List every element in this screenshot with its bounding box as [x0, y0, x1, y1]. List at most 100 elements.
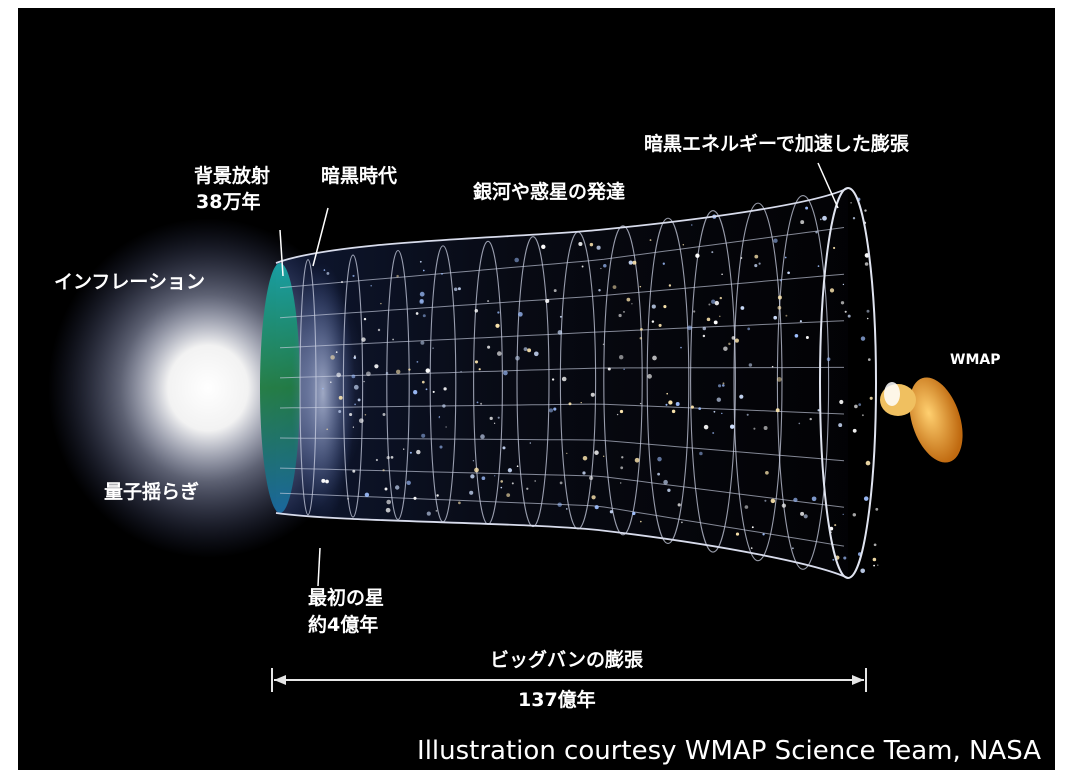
galaxy-dot: [719, 296, 722, 300]
galaxy-dot: [443, 387, 447, 391]
cone-meridian: [279, 366, 844, 379]
galaxy-field: [321, 197, 879, 574]
galaxy-dot: [322, 387, 324, 390]
galaxy-dot: [364, 413, 367, 416]
galaxy-dot: [668, 400, 673, 405]
galaxy-dot: [460, 370, 462, 373]
galaxy-dot: [493, 422, 496, 424]
galaxy-dot: [852, 428, 857, 433]
galaxy-dot: [588, 475, 594, 481]
galaxy-dot: [377, 328, 381, 332]
galaxy-dot: [713, 410, 716, 413]
galaxy-dot: [682, 244, 685, 246]
galaxy-dot: [503, 370, 508, 376]
galaxy-dot: [351, 374, 356, 379]
galaxy-dot: [773, 315, 778, 320]
galaxy-dot: [860, 568, 866, 574]
galaxy-dot: [747, 327, 751, 331]
galaxy-dot: [582, 471, 586, 475]
galaxy-dot: [719, 315, 721, 318]
galaxy-dot: [553, 289, 557, 293]
label-cmb-age: 38万年: [196, 191, 261, 213]
galaxy-dot: [421, 433, 426, 438]
galaxy-dot: [619, 409, 624, 414]
galaxy-dot: [785, 314, 788, 317]
cone-grid: [279, 195, 845, 570]
galaxy-dot: [529, 442, 532, 444]
galaxy-dot: [779, 279, 782, 282]
galaxy-dot: [578, 241, 583, 247]
galaxy-dot: [663, 479, 668, 485]
pointer-dark-energy: [817, 162, 839, 209]
galaxy-dot: [723, 346, 728, 351]
galaxy-dot: [497, 416, 500, 419]
galaxy-dot: [421, 380, 425, 384]
galaxy-dot: [439, 445, 443, 449]
galaxy-dot: [469, 490, 474, 495]
galaxy-dot: [714, 300, 720, 306]
galaxy-dot: [787, 271, 790, 275]
galaxy-dot: [413, 496, 417, 500]
galaxy-dot: [422, 314, 426, 318]
galaxy-dot: [826, 357, 831, 362]
galaxy-dot: [713, 320, 718, 325]
galaxy-dot: [668, 284, 672, 287]
galaxy-dot: [842, 283, 845, 286]
galaxy-dot: [866, 317, 869, 320]
galaxy-dot: [708, 303, 711, 306]
galaxy-dot: [409, 451, 412, 454]
galaxy-dot: [805, 336, 809, 339]
galaxy-dot: [354, 403, 356, 406]
galaxy-dot: [406, 480, 411, 486]
pointer-dark-ages: [312, 207, 329, 267]
galaxy-dot: [777, 295, 782, 300]
galaxy-dot: [386, 455, 390, 460]
galaxy-dot: [445, 426, 447, 428]
galaxy-dot: [474, 467, 479, 473]
galaxy-dot: [666, 392, 668, 395]
galaxy-dot: [385, 507, 391, 513]
galaxy-dot: [746, 413, 749, 416]
galaxy-dot: [495, 323, 500, 328]
galaxy-dot: [607, 367, 611, 371]
galaxy-dot: [357, 398, 361, 402]
galaxy-dot: [798, 422, 801, 425]
cone-ring: [776, 195, 830, 570]
galaxy-dot: [386, 499, 392, 505]
galaxy-dot: [860, 336, 866, 341]
galaxy-dot: [623, 368, 625, 371]
galaxy-dot: [432, 390, 435, 393]
galaxy-dot: [852, 217, 856, 220]
galaxy-dot: [832, 558, 835, 561]
galaxy-dot: [764, 499, 767, 502]
galaxy-dot: [494, 475, 496, 477]
galaxy-dot: [352, 426, 354, 428]
galaxy-dot: [353, 384, 359, 390]
galaxy-dot: [590, 392, 595, 397]
galaxy-dot: [385, 371, 389, 375]
galaxy-dot: [695, 253, 700, 258]
galaxy-dot: [639, 336, 643, 340]
galaxy-dot: [858, 403, 862, 406]
galaxy-dot: [616, 413, 619, 416]
galaxy-dot: [777, 305, 782, 310]
galaxy-dot: [534, 480, 537, 482]
galaxy-dot: [833, 246, 836, 250]
cone-meridian: [279, 320, 845, 349]
galaxy-dot: [729, 424, 735, 429]
galaxy-dot: [438, 416, 441, 419]
galaxy-dot: [497, 311, 500, 314]
galaxy-dot: [500, 480, 504, 483]
galaxy-dot: [506, 493, 511, 497]
label-first-stars: 最初の星: [308, 587, 385, 609]
galaxy-dot: [626, 297, 631, 302]
galaxy-dot: [792, 547, 794, 550]
galaxy-dot: [754, 264, 758, 268]
galaxy-dot: [474, 309, 479, 313]
galaxy-dot: [628, 260, 633, 265]
galaxy-dot: [750, 547, 753, 549]
galaxy-dot: [516, 465, 519, 468]
galaxy-dot: [838, 423, 843, 428]
galaxy-dot: [716, 397, 721, 402]
galaxy-dot: [568, 402, 572, 406]
